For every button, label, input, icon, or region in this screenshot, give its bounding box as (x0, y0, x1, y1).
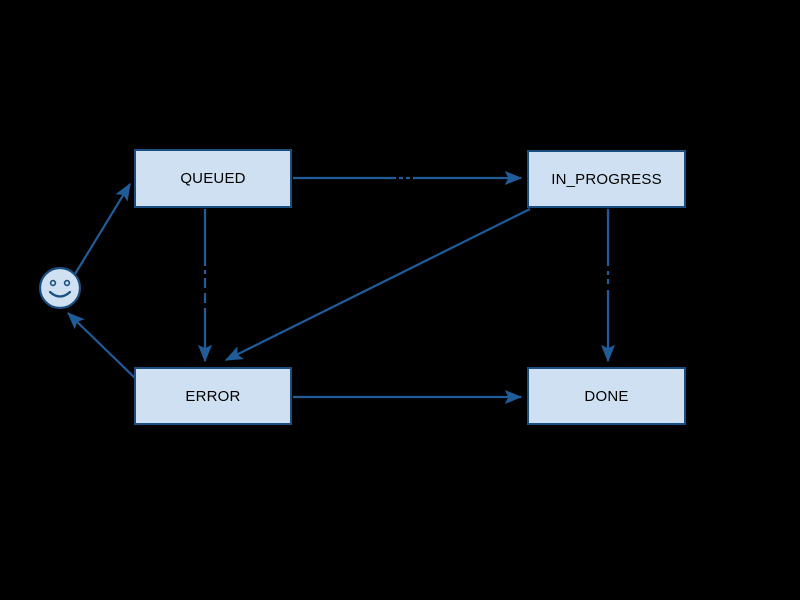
state-node-queued[interactable]: QUEUED (134, 149, 292, 208)
edge-label-gap-in-progress-to-error (362, 270, 372, 280)
smiley-left-eye-icon (49, 279, 57, 287)
state-label-queued: QUEUED (180, 170, 246, 187)
edge-label-gap-in-progress-to-error-3 (393, 254, 402, 264)
edge-label-gap-in-progress-to-done-2 (602, 275, 614, 279)
state-label-done: DONE (584, 387, 629, 405)
state-node-done[interactable]: DONE (527, 367, 686, 425)
edge-label-gap-queued-to-in-progress (396, 172, 399, 184)
edge-label-gap-in-progress-to-done (602, 266, 614, 271)
edge-start-to-queued (74, 182, 131, 275)
edge-label-gap-in-progress-to-error-2 (376, 263, 386, 273)
edge-label-gap-queued-to-error-4 (199, 303, 211, 308)
edge-label-gap-queued-to-error-3 (199, 288, 211, 293)
edge-error-to-start (67, 312, 138, 381)
state-label-error: ERROR (185, 387, 241, 405)
smiley-mouth-icon (48, 290, 72, 298)
start-state-node[interactable] (38, 266, 82, 310)
edge-label-gap-queued-to-in-progress-3 (410, 172, 413, 184)
edge-label-gap-queued-to-error (199, 266, 211, 270)
edge-in-progress-to-error (224, 208, 531, 361)
edge-label-gap-queued-to-error-2 (199, 274, 211, 278)
smiley-face-icon (38, 266, 82, 310)
state-label-in-progress: IN_PROGRESS (551, 170, 662, 188)
state-node-in-progress[interactable]: IN_PROGRESS (527, 150, 686, 208)
edge-label-gap-in-progress-to-done-3 (602, 284, 614, 290)
smiley-right-eye-icon (63, 279, 71, 287)
state-node-error[interactable]: ERROR (134, 367, 292, 425)
edge-label-gap-queued-to-in-progress-2 (403, 172, 406, 184)
